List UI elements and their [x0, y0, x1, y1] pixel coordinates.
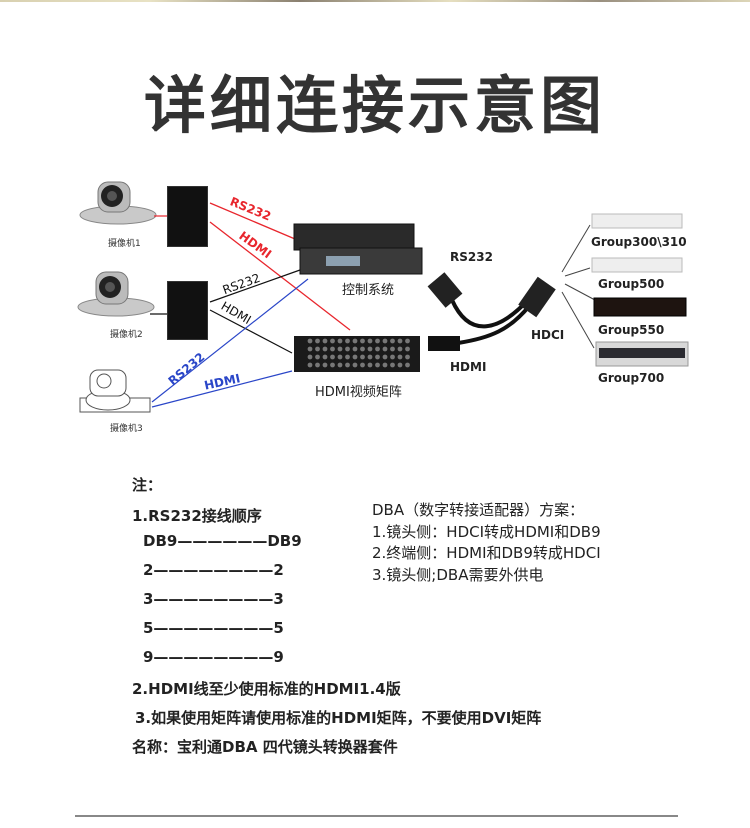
pin-row: 2————————2 [143, 561, 284, 579]
group-label: Group700 [598, 371, 665, 385]
matrix-port [382, 362, 388, 368]
matrix-port [322, 338, 328, 344]
matrix-port [360, 362, 365, 368]
connection-lines [77, 181, 689, 413]
matrix-port [337, 362, 343, 368]
matrix-port [352, 338, 358, 344]
matrix-port [337, 338, 343, 344]
matrix-port [397, 346, 403, 352]
group-label: Group500 [598, 277, 665, 291]
pin-row: 5————————5 [143, 619, 284, 637]
group-devices [591, 213, 689, 367]
group-label: Group300\310 [591, 235, 687, 249]
matrix-port [382, 338, 388, 344]
matrix-port [367, 338, 373, 344]
matrix-port [390, 346, 395, 352]
matrix-port [352, 346, 358, 352]
dba-item: 3.镜头侧;DBA需要外供电 [372, 566, 544, 584]
dba-item: 2.终端侧：HDMI和DB9转成HDCI [372, 544, 601, 562]
matrix-port [345, 362, 350, 368]
matrix-port [367, 346, 373, 352]
camera-3-label: 摄像机3 [110, 424, 143, 434]
matrix-port [367, 354, 373, 360]
matrix-port [315, 338, 320, 344]
matrix-port [367, 362, 373, 368]
pin-row: 3————————3 [143, 590, 284, 608]
matrix-port [360, 338, 365, 344]
note-item-2: 2.HDMI线至少使用标准的HDMI1.4版 [132, 680, 401, 698]
camera-2-image [77, 271, 155, 317]
matrix-port [405, 354, 410, 360]
pin-row: 9————————9 [143, 648, 284, 666]
matrix-port [397, 362, 403, 368]
control-system-label: 控制系统 [342, 283, 395, 298]
adapter-hdmi-label: HDMI [450, 360, 487, 374]
matrix-port [405, 346, 410, 352]
hdmi-matrix-image [294, 336, 420, 372]
matrix-port [330, 362, 335, 368]
matrix-port [397, 354, 403, 360]
matrix-port [352, 354, 358, 360]
matrix-port [375, 338, 380, 344]
group-label: Group550 [598, 323, 665, 337]
matrix-port [322, 362, 328, 368]
matrix-port [345, 354, 350, 360]
matrix-port [375, 346, 380, 352]
matrix-port [382, 346, 388, 352]
adapter-rs232-label: RS232 [450, 250, 493, 264]
matrix-port [315, 362, 320, 368]
dba-cable-image [427, 272, 556, 351]
matrix-port [322, 354, 328, 360]
adapter-hdci-label: HDCI [531, 328, 565, 342]
matrix-port [322, 346, 328, 352]
matrix-port [337, 354, 343, 360]
matrix-port [330, 338, 335, 344]
footer-divider [75, 815, 678, 817]
matrix-port [352, 362, 358, 368]
matrix-port [390, 354, 395, 360]
matrix-port [307, 338, 313, 344]
dba-item: 1.镜头侧：HDCI转成HDMI和DB9 [372, 523, 601, 541]
matrix-port [405, 362, 410, 368]
matrix-port [390, 338, 395, 344]
product-name: 名称：宝利通DBA 四代镜头转换器套件 [132, 738, 398, 756]
matrix-port [345, 346, 350, 352]
matrix-port [307, 362, 313, 368]
note-item-3: 3.如果使用矩阵请使用标准的HDMI矩阵，不要使用DVI矩阵 [135, 709, 542, 727]
camera-1-label: 摄像机1 [108, 239, 141, 249]
matrix-port [390, 362, 395, 368]
matrix-port [360, 346, 365, 352]
matrix-label: HDMI视频矩阵 [315, 385, 402, 400]
dba-heading: DBA（数字转接适配器）方案： [372, 501, 585, 519]
matrix-port [315, 346, 320, 352]
camera-3-image [79, 369, 151, 413]
camera-2-label: 摄像机2 [110, 330, 143, 340]
page-title: 详细连接示意图 [143, 69, 606, 142]
matrix-port [307, 346, 313, 352]
matrix-port [330, 354, 335, 360]
matrix-port [375, 362, 380, 368]
matrix-port [337, 346, 343, 352]
matrix-port [315, 354, 320, 360]
note-item-1: 1.RS232接线顺序 [132, 507, 262, 525]
notes-heading: 注： [132, 476, 163, 494]
dba-box-2 [167, 281, 208, 340]
dba-box-1 [167, 186, 208, 247]
matrix-port [307, 354, 313, 360]
matrix-port [330, 346, 335, 352]
top-border [0, 0, 750, 2]
matrix-port [345, 338, 350, 344]
matrix-port [405, 338, 410, 344]
matrix-port [360, 354, 365, 360]
camera-1-image [79, 181, 157, 225]
pin-header: DB9——————DB9 [143, 532, 302, 550]
matrix-port [382, 354, 388, 360]
matrix-port [375, 354, 380, 360]
matrix-port [397, 338, 403, 344]
control-system-image [293, 223, 423, 275]
